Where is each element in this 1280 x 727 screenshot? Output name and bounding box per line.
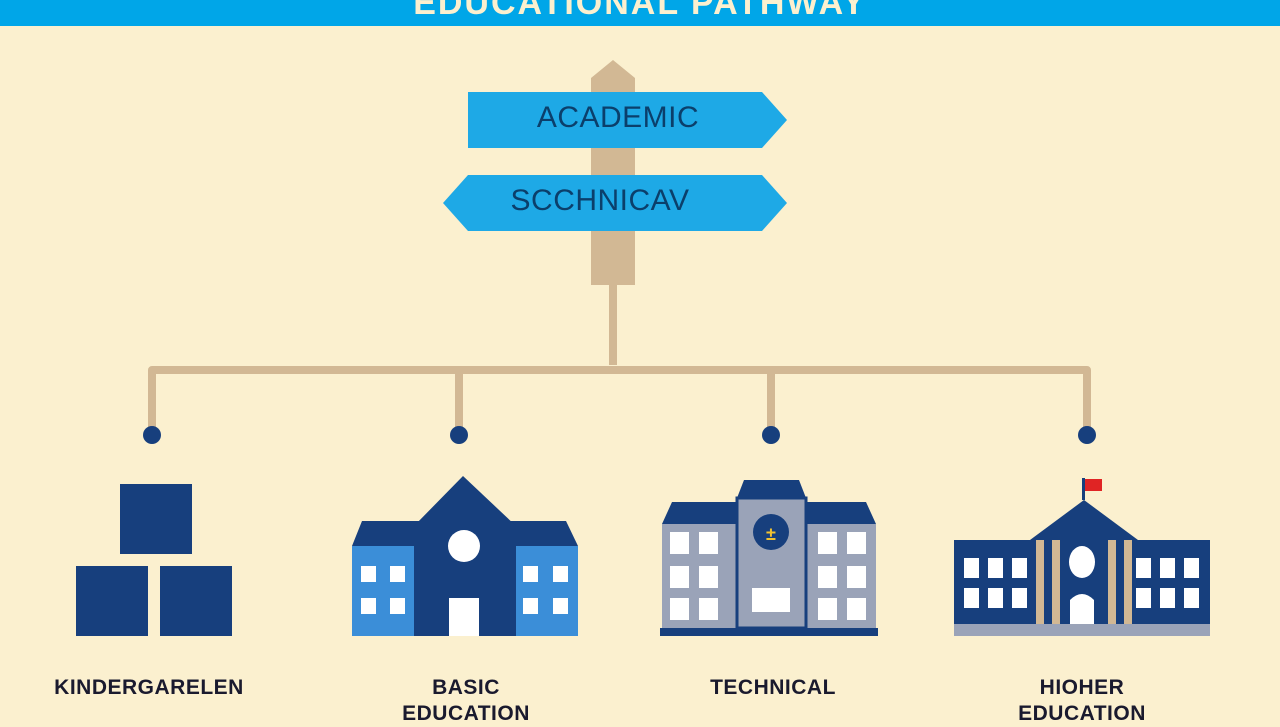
level-label-technical: TECHNICAL [710, 676, 836, 699]
technical-building-icon: ± [660, 480, 878, 636]
level-label-basic-education: BASIC EDUCATION [402, 676, 530, 725]
connector-lines [148, 366, 1091, 432]
level-label-kindergarten: KINDERGARELEN [54, 676, 244, 699]
title-banner: EDUCATIONAL PATHWAY [0, 0, 1280, 26]
node-dot-3 [762, 426, 780, 444]
node-dot-1 [143, 426, 161, 444]
banner-title: EDUCATIONAL PATHWAY [413, 0, 867, 22]
node-dot-2 [450, 426, 468, 444]
level-label-higher-education: HIOHER EDUCATION [1018, 676, 1146, 725]
sign-technical [443, 175, 787, 231]
school-building-icon [352, 476, 578, 636]
university-building-icon [954, 478, 1210, 636]
sign-academic [468, 92, 787, 148]
node-dot-4 [1078, 426, 1096, 444]
sign-academic-label: ACADEMIC [536, 101, 700, 134]
sign-technical-label: SCCHNICAV [510, 184, 690, 217]
flag-icon [1085, 479, 1102, 491]
signpost [443, 60, 787, 365]
svg-text:±: ± [766, 524, 776, 544]
blocks-icon [76, 484, 232, 636]
